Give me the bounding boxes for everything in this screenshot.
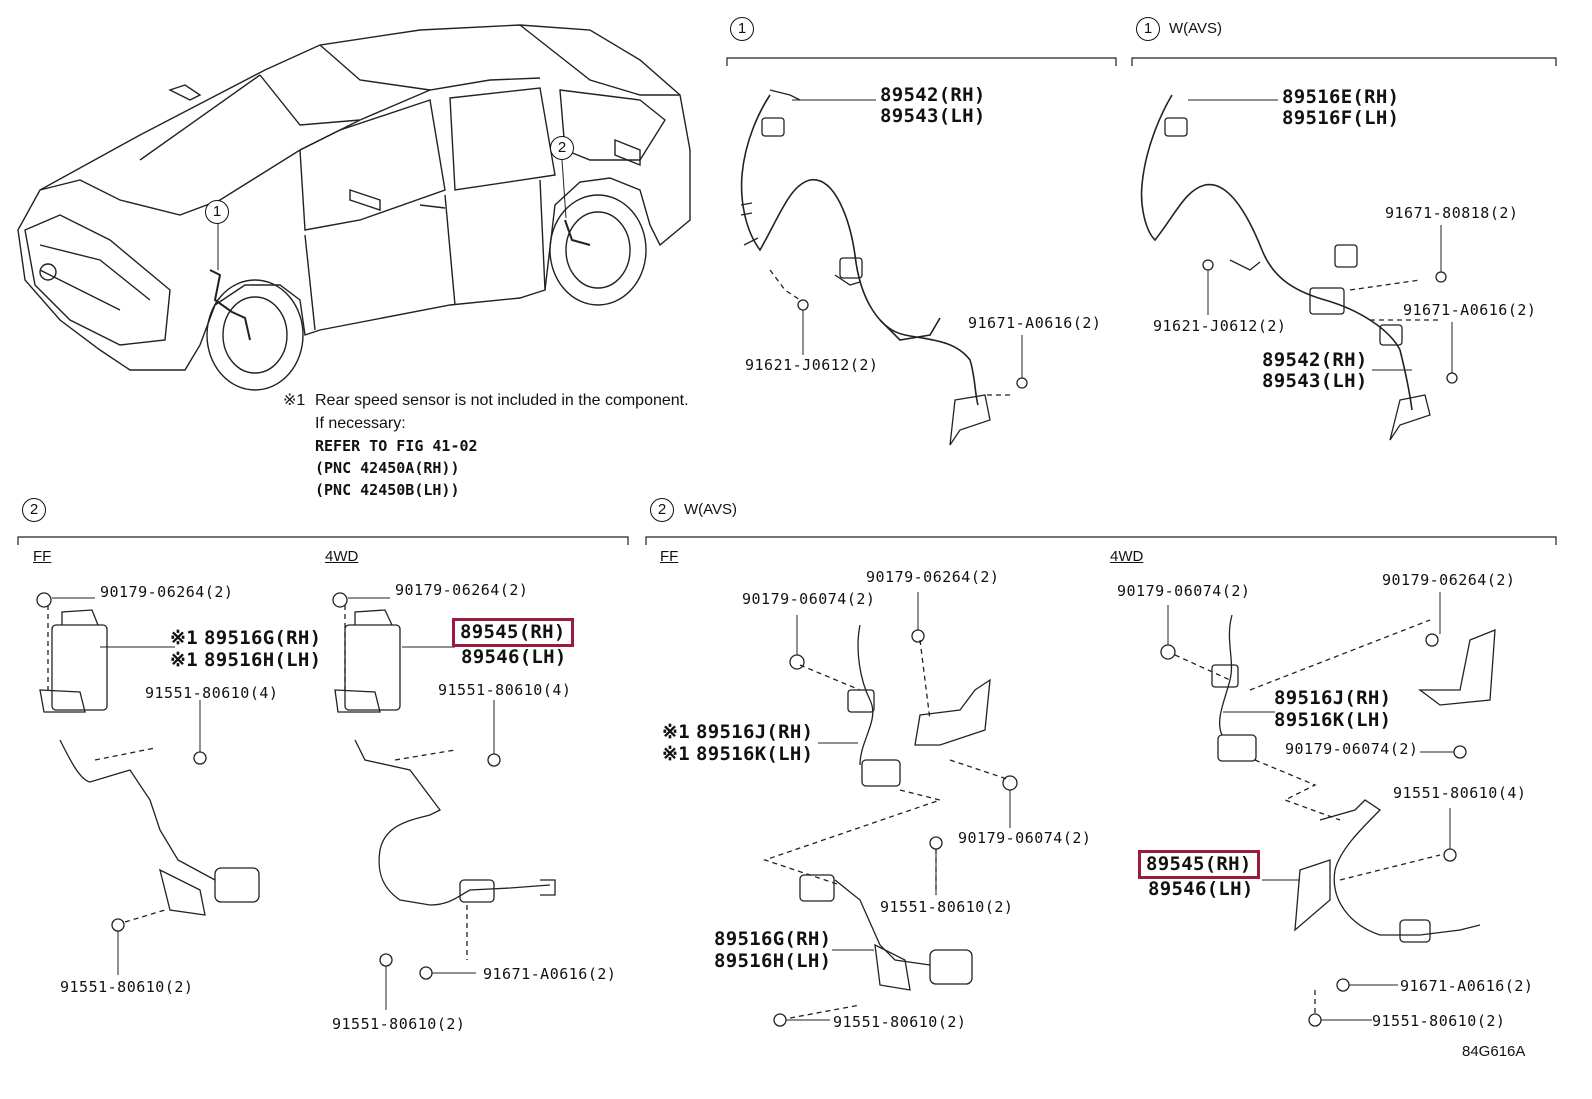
bolt-91671-a0616-avs: 91671-A0616(2) (1403, 301, 1537, 319)
part-89516f: 89516F(LH) (1282, 107, 1400, 129)
note-line-1: Rear speed sensor is not included in the… (315, 392, 689, 409)
bolt-91671-a0616-4wd: 91671-A0616(2) (483, 965, 617, 983)
part-89516k: 89516K(LH) (696, 743, 814, 765)
part-89516h-avs: 89516H(LH) (714, 950, 832, 972)
nut-90179-06074-avs-4wd-2: 90179-06074(2) (1285, 740, 1419, 758)
marker-89516g: ※1 (170, 627, 198, 649)
part-89545-avs-highlighted: 89545(RH) (1138, 850, 1260, 879)
bolt-91551-2-ff: 91551-80610(2) (60, 978, 194, 996)
part-89516j: 89516J(RH) (696, 721, 814, 743)
section-1-avs-callout: 1 (1136, 17, 1160, 41)
callout-1-car: 1 (205, 200, 229, 224)
bolt-91551-4-4wd: 91551-80610(4) (438, 681, 572, 699)
section-1-callout: 1 (730, 17, 754, 41)
bolt-91551-4-avs-4wd: 91551-80610(4) (1393, 784, 1527, 802)
rear-ff-assembly (36, 592, 260, 932)
part-89516g-avs: 89516G(RH) (714, 928, 832, 950)
section-2-avs-label: W(AVS) (684, 501, 738, 518)
part-89516h: 89516H(LH) (204, 649, 322, 671)
bolt-91551-4-ff: 91551-80610(4) (145, 684, 279, 702)
nut-90179-06264-ff: 90179-06264(2) (100, 583, 234, 601)
note-line-4: (PNC 42450A(RH)) (315, 459, 460, 477)
part-89543: 89543(LH) (880, 105, 986, 127)
part-89516g: 89516G(RH) (204, 627, 322, 649)
leader-lines-b1 (52, 597, 201, 975)
figure-code: 84G616A (1462, 1043, 1526, 1060)
callout-2-car: 2 (550, 136, 574, 160)
front-sensor-avs-assembly (1140, 94, 1458, 441)
bolt-91551-2-4wd: 91551-80610(2) (332, 1015, 466, 1033)
nut-90179-06074-avs-ff: 90179-06074(2) (742, 590, 876, 608)
rear-awd-assembly (332, 592, 556, 980)
note-mark: ※1 (283, 392, 306, 409)
bolt-91671-a0616: 91671-A0616(2) (968, 314, 1102, 332)
marker-89516j: ※1 (662, 721, 690, 743)
note-line-3: REFER TO FIG 41-02 (315, 437, 478, 455)
front-sensor-assembly (740, 89, 1028, 446)
nut-90179-06264-avs-4wd: 90179-06264(2) (1382, 571, 1516, 589)
nut-90179-06074-avs-ff-2: 90179-06074(2) (958, 829, 1092, 847)
bolt-91671-80818: 91671-80818(2) (1385, 204, 1519, 222)
bolt-91551-2-avs-ff-b: 91551-80610(2) (833, 1013, 967, 1031)
bolt-91551-2-avs-ff: 91551-80610(2) (880, 898, 1014, 916)
part-89542: 89542(RH) (880, 84, 986, 106)
nut-90179-06074-avs-4wd: 90179-06074(2) (1117, 582, 1251, 600)
part-89516e: 89516E(RH) (1282, 86, 1400, 108)
bolt-91621-avs: 91621-J0612(2) (1153, 317, 1287, 335)
section-brackets (17, 57, 1557, 545)
part-89546-avs: 89546(LH) (1148, 878, 1254, 900)
section-1-avs-label: W(AVS) (1169, 20, 1223, 37)
bolt-91551-2-avs-4wd: 91551-80610(2) (1372, 1012, 1506, 1030)
variant-4wd-avs-label: 4WD (1110, 548, 1144, 565)
variant-ff-label: FF (33, 548, 52, 565)
part-89543-avs: 89543(LH) (1262, 370, 1368, 392)
bolt-91621: 91621-J0612(2) (745, 356, 879, 374)
section-2-callout: 2 (22, 498, 46, 522)
nut-90179-06264-4wd: 90179-06264(2) (395, 581, 529, 599)
leader-lines-a1 (792, 99, 1023, 378)
bolt-91671-a0616-avs-4wd: 91671-A0616(2) (1400, 977, 1534, 995)
vehicle-illustration (17, 24, 691, 391)
part-89545-highlighted: 89545(RH) (452, 618, 574, 647)
leader-lines-c2 (1167, 592, 1454, 1021)
variant-4wd-label: 4WD (325, 548, 359, 565)
rear-avs-ff-assembly (762, 624, 1018, 1027)
note-line-2: If necessary: (315, 415, 406, 432)
leader-lines-b2 (348, 597, 495, 1010)
marker-89516k: ※1 (662, 743, 690, 765)
part-89516j-avs: 89516J(RH) (1274, 687, 1392, 709)
part-89516k-avs: 89516K(LH) (1274, 709, 1392, 731)
marker-89516h: ※1 (170, 649, 198, 671)
variant-ff-avs-label: FF (660, 548, 679, 565)
nut-90179-06264-avs-ff: 90179-06264(2) (866, 568, 1000, 586)
part-89546: 89546(LH) (461, 646, 567, 668)
note-line-5: (PNC 42450B(LH)) (315, 481, 460, 499)
rear-avs-awd-assembly (1160, 614, 1496, 1027)
section-2-avs-callout: 2 (650, 498, 674, 522)
part-89542-avs: 89542(RH) (1262, 349, 1368, 371)
leader-lines-a2 (1188, 99, 1453, 373)
leader-lines-c1 (786, 592, 1011, 1021)
